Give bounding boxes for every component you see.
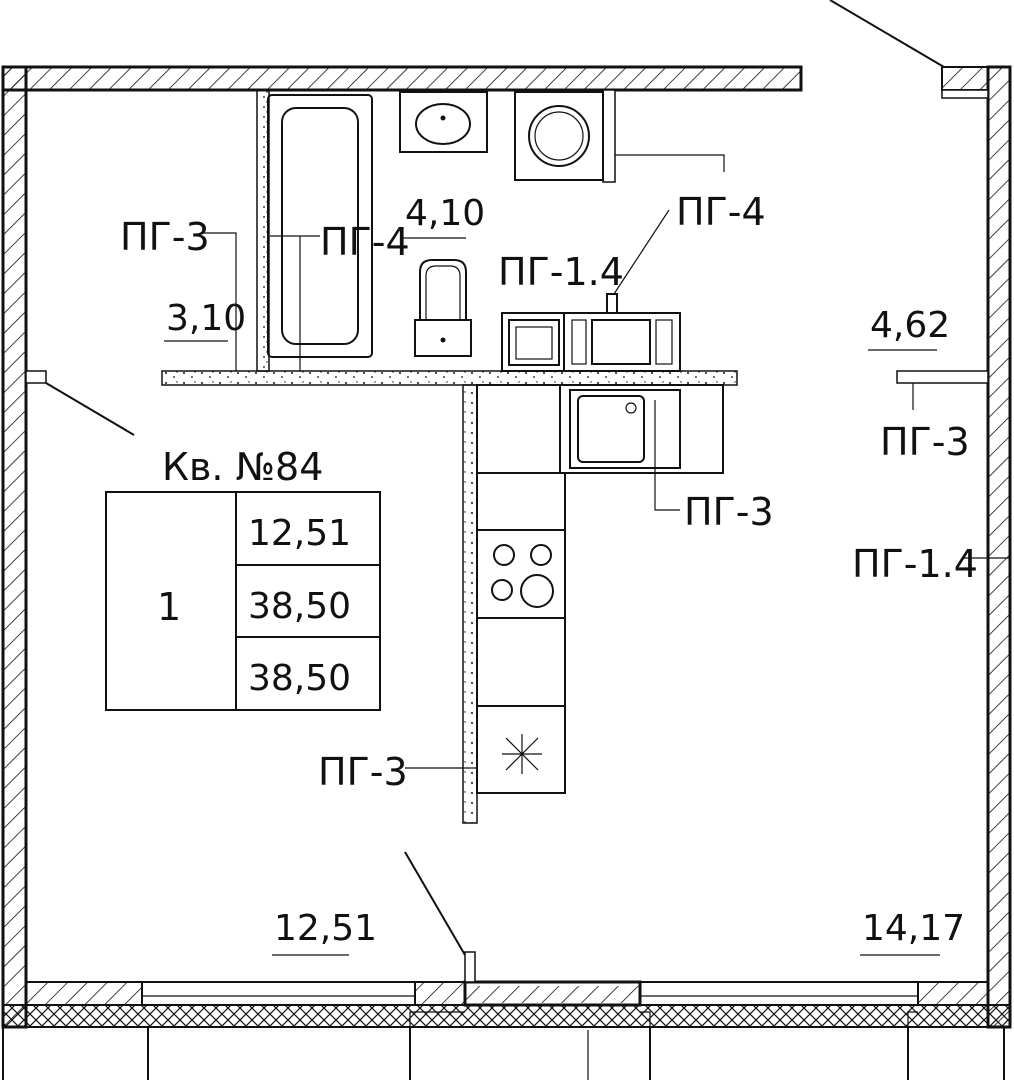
right-room-area: 4,62 (870, 305, 950, 346)
outlet-pg14-top: ПГ-1.4 (498, 250, 624, 294)
window-right (640, 981, 918, 1006)
leader-lines (164, 154, 1010, 956)
outlet-pg3-left: ПГ-3 (120, 215, 210, 259)
area-total: 38,50 (248, 586, 351, 627)
window-left (142, 981, 415, 1006)
area-living: 12,51 (248, 513, 351, 554)
outer-walls (1, 65, 1012, 1029)
bathroom-area: 4,10 (405, 193, 485, 234)
outlet-pg3-right-top: ПГ-3 (880, 420, 970, 464)
rooms-count: 1 (157, 585, 181, 629)
area-general: 38,50 (248, 658, 351, 699)
partitions (25, 89, 989, 824)
cabinet-small (501, 312, 565, 372)
bathtub (267, 94, 373, 358)
outlet-pg4-bath: ПГ-4 (320, 220, 410, 264)
kitchen-sink (569, 389, 681, 469)
apartment-table (105, 491, 381, 711)
washbasin (399, 91, 488, 153)
kitchen-area: 14,17 (862, 908, 965, 949)
facade-bottom (2, 980, 1011, 1080)
outlet-pg4-top: ПГ-4 (676, 190, 766, 234)
kitchen-counter (476, 384, 724, 794)
fan-symbol (502, 734, 542, 774)
living-room-area: 12,51 (274, 908, 377, 949)
stove (491, 544, 554, 608)
hall-area: 3,10 (166, 298, 246, 339)
outlet-pg14-right: ПГ-1.4 (852, 542, 978, 586)
kitchen-boiler (563, 293, 681, 372)
outlet-pg3-bottom: ПГ-3 (318, 750, 408, 794)
apartment-title: Кв. №84 (162, 445, 323, 489)
outlet-pg3-kitchen-sink: ПГ-3 (684, 490, 774, 534)
toilet (414, 259, 472, 357)
door-swings (45, 0, 945, 983)
washing-machine (514, 91, 604, 181)
